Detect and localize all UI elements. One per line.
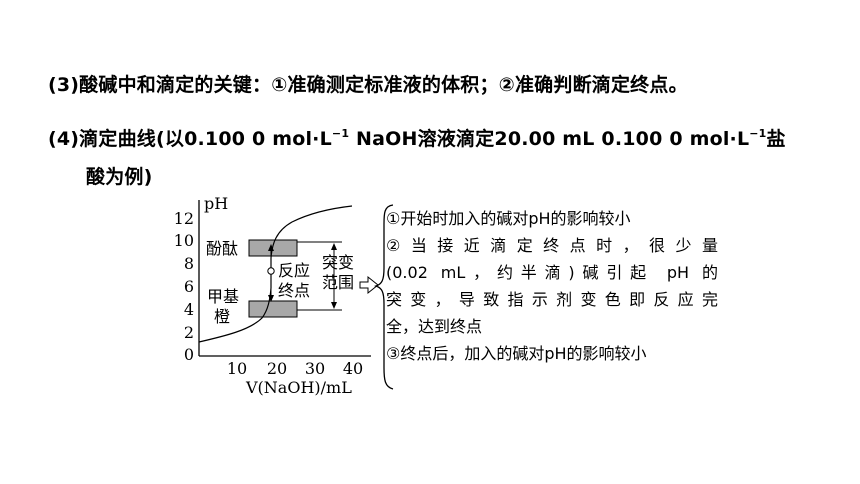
methyl-orange-label-line2: 橙 [214, 307, 230, 326]
x-tick-label: 40 [343, 359, 363, 378]
y-tick-labels: 12 10 8 6 4 2 0 [174, 209, 194, 364]
x-axis-label: V(NaOH)/mL [245, 378, 352, 397]
endpoint-label-line1: 反应 [278, 261, 310, 280]
jump-range-label-line1: 突变 [322, 253, 354, 272]
note-2-line3: 突变，导致指示剂变色即反应完 [386, 290, 718, 309]
unit-exponent: −1 [749, 127, 767, 140]
point-4-part-a: (4)滴定曲线(以0.100 0 mol·L [48, 128, 332, 150]
endpoint-arrowhead-down [268, 295, 274, 302]
point-4-part-b: NaOH溶液滴定20.00 mL 0.100 0 mol·L [349, 128, 750, 150]
x-tick-label: 10 [227, 359, 247, 378]
note-1: ①开始时加入的碱对pH的影响较小 [386, 209, 631, 228]
jump-arrowhead-up [331, 243, 337, 250]
notes-block: ①开始时加入的碱对pH的影响较小 ② 当 接 近 滴 定 终 点 时 ， 很 少… [386, 205, 718, 367]
y-tick-label: 12 [174, 209, 194, 228]
x-tick-label: 20 [267, 359, 287, 378]
y-tick-label: 6 [184, 277, 194, 296]
point-4-continuation: 酸为例) [86, 166, 153, 188]
y-tick-label: 0 [184, 345, 194, 364]
endpoint-label-line2: 终点 [278, 281, 310, 300]
note-2-line1: ② 当 接 近 滴 定 终 点 时 ， 很 少 量 [386, 236, 718, 255]
methyl-orange-label-line1: 甲基 [207, 287, 239, 306]
note-2-line4: 全，达到终点 [386, 317, 483, 336]
jump-range-label-line2: 范围 [322, 273, 354, 292]
note-2-line2: (0.02 mL，约半滴)碱引起 pH 的 [386, 263, 718, 282]
note-3: ③终点后，加入的碱对pH的影响较小 [386, 344, 647, 363]
curly-brace-icon [373, 204, 394, 390]
phenolphthalein-label: 酚酞 [206, 239, 238, 258]
jump-arrowhead-down [331, 302, 337, 309]
methyl-orange-range-box [248, 300, 298, 318]
hollow-right-arrow-icon [359, 275, 379, 295]
point-3-text: (3)酸碱中和滴定的关键：①准确测定标准液的体积；②准确判断滴定终点。 [48, 74, 688, 96]
unit-exponent: −1 [331, 127, 350, 140]
x-tick-label: 30 [305, 359, 325, 378]
x-tick-labels: 10 20 30 40 [227, 359, 363, 378]
y-axis-label: pH [204, 194, 228, 213]
point-4-part-c: 盐 [766, 128, 786, 150]
endpoint-arrowhead-up [268, 244, 274, 251]
y-tick-label: 10 [174, 231, 194, 250]
endpoint-marker [267, 267, 275, 275]
point-4-text: (4)滴定曲线(以0.100 0 mol·L−1 NaOH溶液滴定20.00 m… [48, 124, 786, 151]
y-tick-label: 8 [184, 254, 194, 273]
y-tick-label: 2 [184, 323, 194, 342]
y-tick-label: 4 [184, 300, 194, 319]
